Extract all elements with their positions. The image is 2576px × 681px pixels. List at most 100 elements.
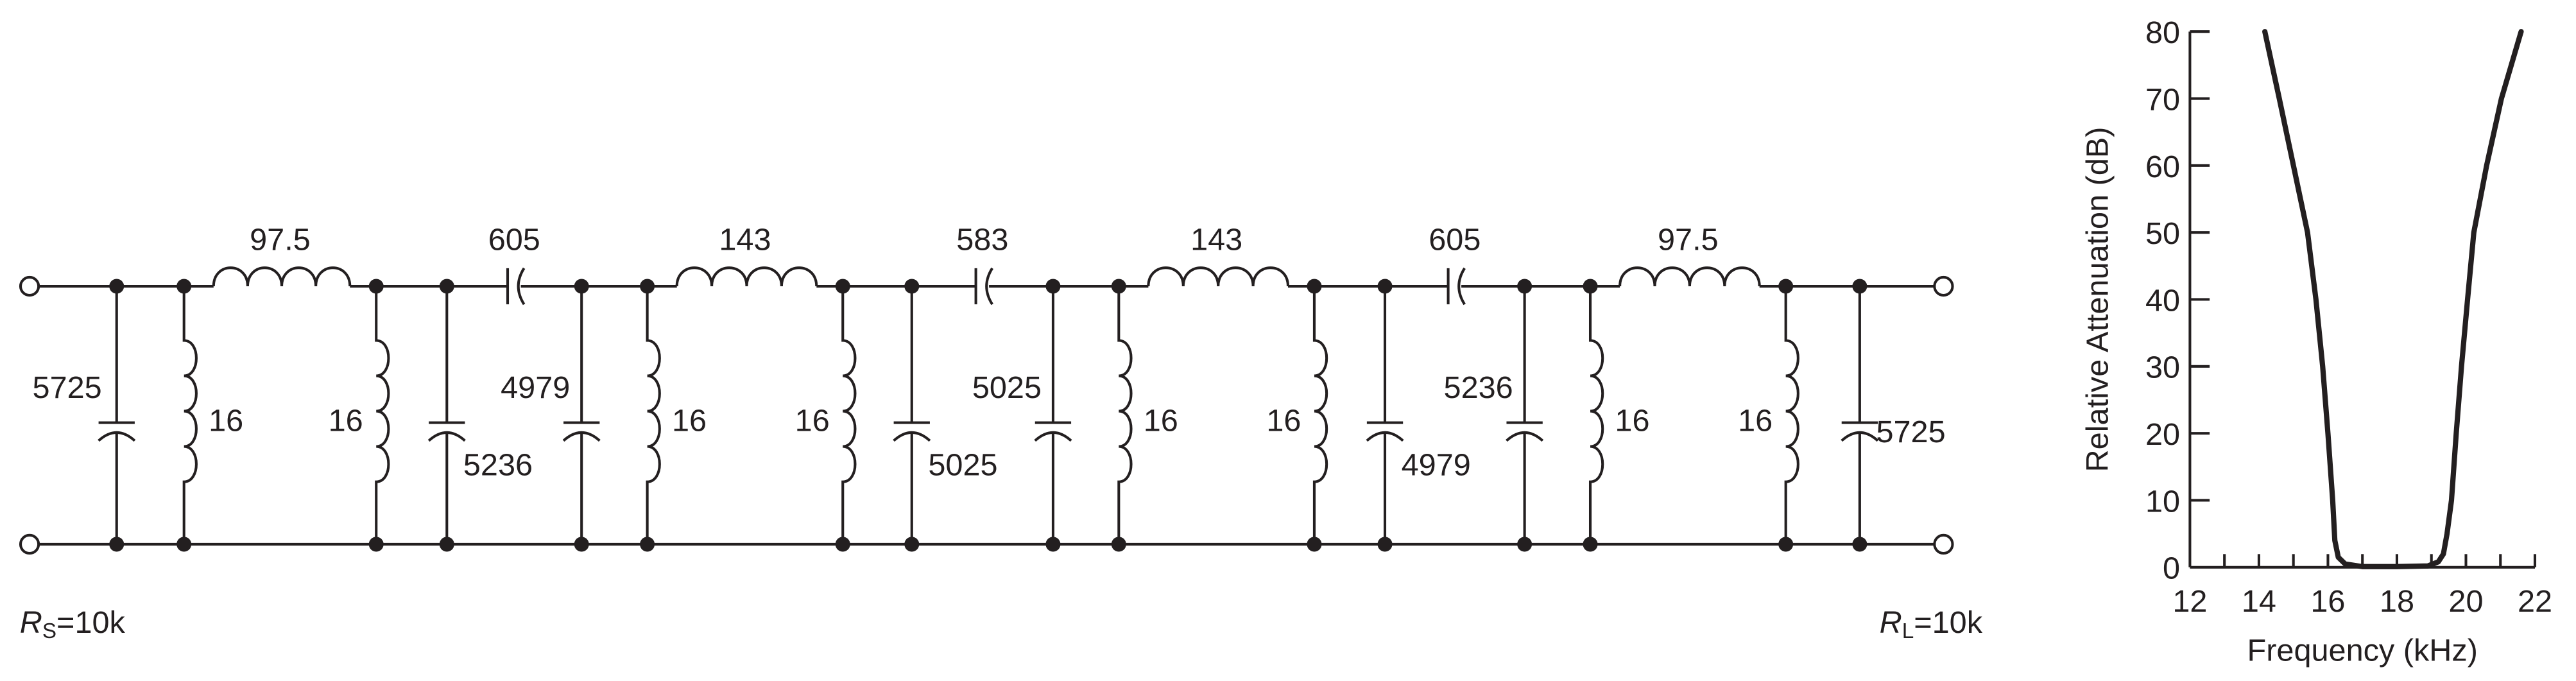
- component-value-label: 16: [209, 403, 243, 438]
- shunt-inductor: 16: [1738, 286, 1799, 544]
- component-value-label: 5725: [1876, 415, 1945, 449]
- junction-dot: [904, 279, 920, 294]
- capacitor-curved-plate: [517, 267, 526, 306]
- x-tick-label: 16: [2310, 584, 2345, 619]
- component-value-label: 16: [1738, 403, 1773, 438]
- junction-dot: [1045, 279, 1061, 294]
- inductor-coil: [675, 266, 818, 287]
- x-tick-label: 20: [2448, 584, 2483, 619]
- component-value-label: 16: [1144, 403, 1178, 438]
- component-value-label: 5025: [928, 447, 997, 482]
- y-tick-label: 50: [2145, 216, 2180, 251]
- junction-dot: [176, 537, 192, 552]
- junction-dot: [1045, 537, 1061, 552]
- y-tick-label: 60: [2145, 150, 2180, 184]
- junction-dot: [1307, 537, 1322, 552]
- component-value-label: 97.5: [250, 223, 311, 257]
- load-resistance-subscript: L: [1902, 619, 1914, 643]
- series-capacitor: 583: [956, 223, 1008, 306]
- junction-dot: [1377, 279, 1393, 294]
- series-inductor: 97.5: [212, 223, 352, 290]
- component-value-label: 605: [1429, 223, 1481, 257]
- inductor-coil: [1784, 286, 1799, 544]
- inductor-coil: [1619, 266, 1761, 287]
- rail-gap: [508, 282, 521, 290]
- terminal-icon: [19, 533, 40, 555]
- component-value-label: 16: [1266, 403, 1301, 438]
- inductor-coil: [182, 286, 198, 544]
- rail-gap: [975, 282, 990, 290]
- junction-dot: [574, 279, 589, 294]
- load-resistance-label: RL=10k: [1880, 605, 1983, 643]
- junction-dot: [439, 537, 454, 552]
- component-value-label: 16: [672, 403, 707, 438]
- junction-dot: [1852, 537, 1868, 552]
- x-tick-label: 18: [2380, 584, 2414, 619]
- component-value-label: 5236: [1444, 370, 1513, 405]
- shunt-inductor: 16: [1266, 286, 1328, 544]
- series-inductor: 143: [675, 223, 818, 290]
- junction-dot: [1778, 537, 1794, 552]
- component-value-label: 5236: [463, 447, 533, 482]
- series-capacitor: 605: [488, 223, 540, 306]
- inductor-coil: [1312, 286, 1328, 544]
- inductor-coil: [646, 286, 661, 544]
- junction-dot: [1111, 537, 1126, 552]
- x-tick-label: 14: [2242, 584, 2276, 619]
- attenuation-curve: [2262, 29, 2524, 569]
- series-inductor: 97.5: [1619, 223, 1761, 290]
- terminal-icon: [19, 275, 40, 297]
- shunt-inductor: 16: [1588, 286, 1650, 544]
- series-capacitor: 605: [1429, 223, 1481, 306]
- component-value-label: 4979: [1402, 447, 1471, 482]
- junction-dot: [904, 537, 920, 552]
- shunt-inductor: 16: [1117, 286, 1178, 544]
- y-tick-label: 30: [2145, 350, 2180, 385]
- capacitor-curved-plate: [985, 267, 993, 306]
- inductor-coil: [1147, 266, 1290, 287]
- component-value-label: 5725: [33, 370, 102, 405]
- series-inductor: 143: [1147, 223, 1290, 290]
- component-value-label: 143: [1190, 223, 1242, 257]
- junction-dot: [835, 537, 850, 552]
- inductor-coil: [375, 286, 390, 544]
- component-value-label: 143: [719, 223, 771, 257]
- capacitor-curved-plate: [1457, 267, 1466, 306]
- bandpass-filter-schematic: 5725 16 97.5 16 5236 605 4979 16 143 16 5025 583 502…: [19, 223, 1954, 555]
- shunt-capacitor: 5025: [972, 286, 1072, 544]
- junction-dot: [1377, 537, 1393, 552]
- junction-dot: [640, 537, 655, 552]
- source-resistance-label: RS=10k: [20, 605, 126, 643]
- component-value-label: 583: [956, 223, 1008, 257]
- junction-dot: [1517, 279, 1533, 294]
- terminal-icon: [1933, 275, 1954, 297]
- junction-dot: [1583, 279, 1598, 294]
- shunt-inductor: 16: [329, 286, 390, 544]
- source-resistance-value: =10k: [56, 605, 125, 640]
- component-value-label: 4979: [501, 370, 570, 405]
- junction-dot: [640, 279, 655, 294]
- shunt-capacitor: 5236: [1444, 286, 1544, 544]
- inductor-coil: [1117, 286, 1133, 544]
- shunt-capacitor: 5725: [33, 286, 136, 544]
- component-value-label: 5025: [972, 370, 1042, 405]
- x-tick-label: 12: [2172, 584, 2207, 619]
- source-resistance-symbol: R: [20, 605, 42, 640]
- y-tick-label: 20: [2145, 417, 2180, 452]
- junction-dot: [439, 279, 454, 294]
- shunt-capacitor: 4979: [501, 286, 601, 544]
- component-value-label: 97.5: [1658, 223, 1719, 257]
- junction-dot: [176, 279, 192, 294]
- junction-dot: [835, 279, 850, 294]
- shunt-inductor: 16: [646, 286, 707, 544]
- inductor-coil: [1588, 286, 1604, 544]
- component-value-label: 16: [1615, 403, 1649, 438]
- x-axis-title: Frequency (kHz): [2247, 634, 2478, 668]
- y-tick-label: 10: [2145, 484, 2180, 519]
- junction-dot: [1778, 279, 1794, 294]
- y-axis-title: Relative Attenuation (dB): [2080, 127, 2115, 472]
- junction-dot: [1517, 537, 1533, 552]
- y-tick-label: 70: [2145, 82, 2180, 117]
